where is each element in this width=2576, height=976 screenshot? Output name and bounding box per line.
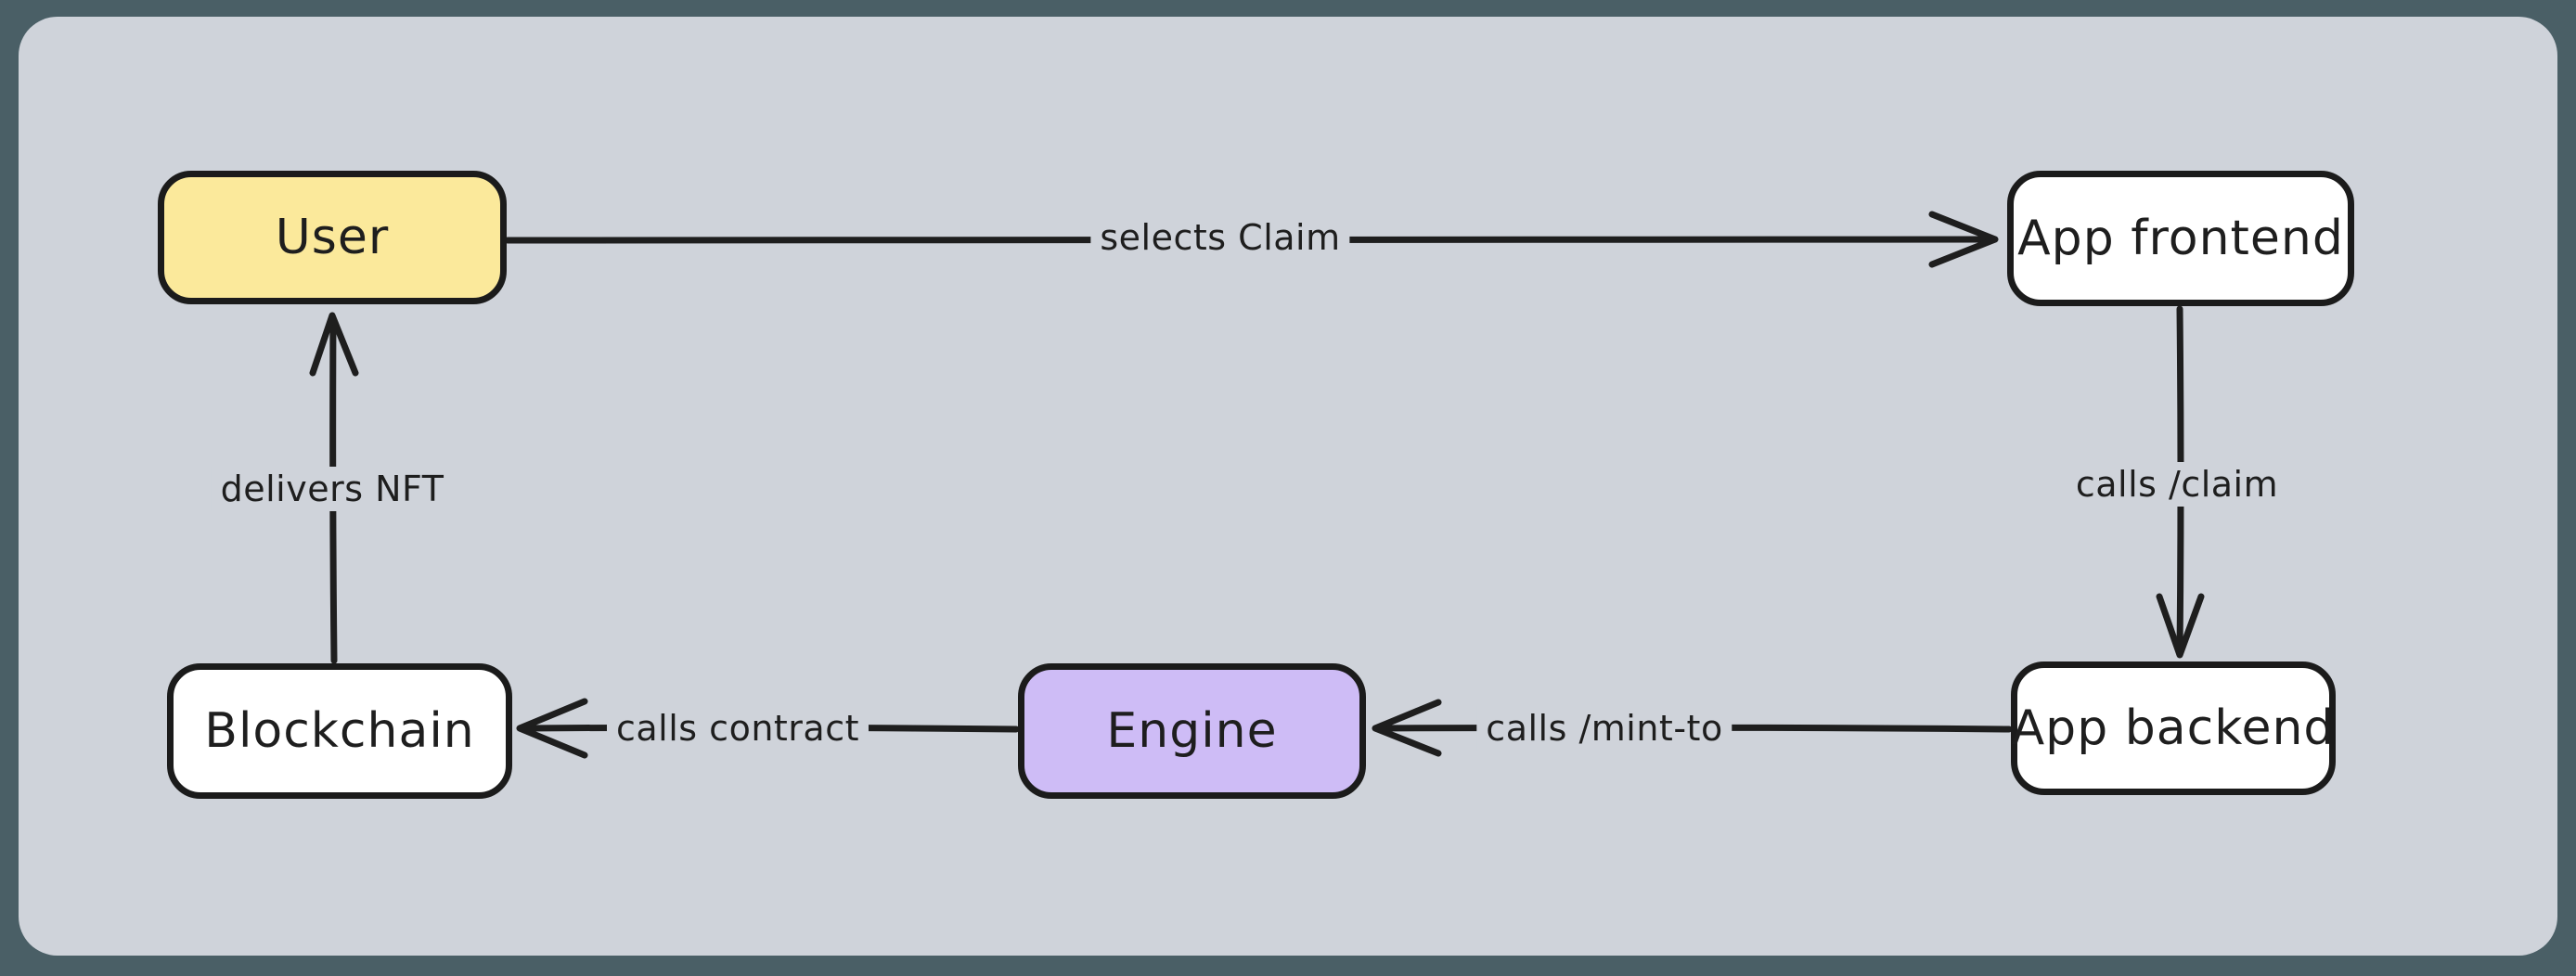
node-app-backend: App backend bbox=[2011, 661, 2336, 795]
edge-label-calls-mint-to: calls /mint-to bbox=[1476, 706, 1732, 751]
node-engine: Engine bbox=[1018, 663, 1366, 799]
diagram-canvas: User App frontend App backend Engine Blo… bbox=[19, 17, 2557, 956]
arrowhead-down-icon bbox=[2156, 593, 2205, 659]
node-app-frontend-label: App frontend bbox=[2017, 211, 2344, 266]
node-user: User bbox=[158, 171, 507, 304]
node-blockchain-label: Blockchain bbox=[204, 703, 475, 759]
node-engine-label: Engine bbox=[1106, 703, 1278, 759]
arrowhead-left-icon bbox=[516, 698, 588, 759]
node-app-backend-label: App backend bbox=[2011, 700, 2336, 756]
edge-label-selects-claim: selects Claim bbox=[1090, 215, 1350, 260]
arrowhead-left-icon bbox=[1372, 699, 1442, 757]
arrowhead-right-icon bbox=[1928, 211, 1999, 268]
edge-label-delivers-nft: delivers NFT bbox=[211, 467, 454, 511]
node-user-label: User bbox=[275, 210, 390, 265]
node-app-frontend: App frontend bbox=[2007, 171, 2354, 306]
node-blockchain: Blockchain bbox=[167, 663, 512, 799]
edge-label-calls-contract: calls contract bbox=[607, 706, 869, 751]
edge-label-calls-claim: calls /claim bbox=[2066, 462, 2288, 507]
arrowhead-up-icon bbox=[309, 312, 359, 377]
